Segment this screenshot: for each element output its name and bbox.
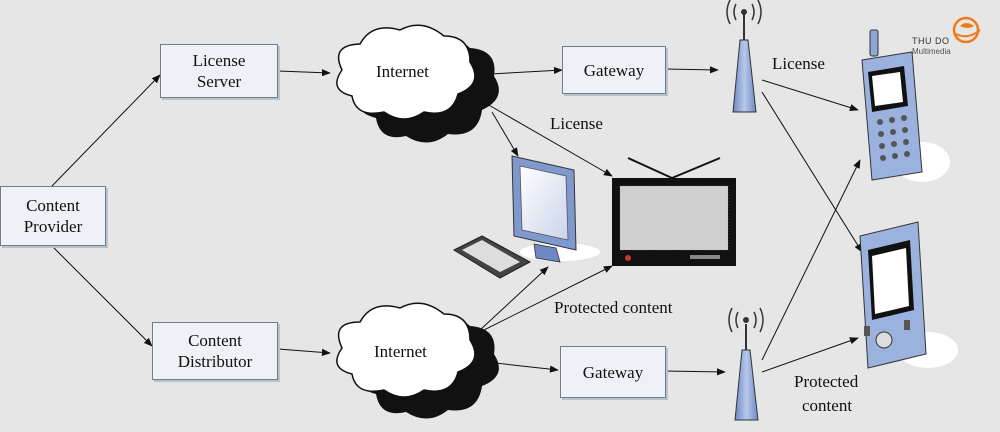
arrow-tower-bottom-to-pda (761, 337, 859, 373)
protected-content-right-line2: content (802, 396, 853, 415)
internet-bottom-label: Internet (374, 342, 427, 361)
content-provider-line2: Provider (23, 217, 83, 236)
arrow-internet-to-gateway-bottom (485, 361, 559, 373)
arrow-tower-top-to-phone (761, 79, 859, 112)
arrow-license-server-to-internet (277, 69, 331, 77)
arrow-internet-bottom-to-tv (479, 265, 613, 333)
content-provider-line1: Content (26, 196, 80, 215)
arrow-tower-top-to-pda (761, 91, 863, 253)
license-server-box: License Server (160, 44, 278, 98)
arrow-internet-bottom-to-computer (479, 266, 549, 331)
arrows (51, 66, 863, 376)
logo-line2: Multimedia (912, 47, 951, 56)
license-center-label: License (550, 114, 603, 133)
arrow-internet-to-gateway-top (489, 66, 563, 75)
antenna-tower-top-icon (726, 0, 762, 113)
mobile-phone-icon (861, 29, 950, 182)
license-server-line1: License (192, 51, 246, 70)
gateway-bottom-label: Gateway (582, 362, 644, 382)
arrow-internet-top-to-computer (491, 111, 519, 157)
arrow-gateway-bottom-to-tower (663, 368, 726, 376)
desktop-computer-icon (452, 155, 600, 279)
arrow-provider-to-distributor (51, 245, 153, 347)
content-provider-box: Content Provider (0, 186, 106, 246)
internet-top-label: Internet (376, 62, 429, 81)
protected-content-right-line1: Protected (794, 372, 859, 391)
television-icon (612, 157, 736, 266)
content-distributor-box: Content Distributor (152, 322, 278, 380)
pda-device-icon (859, 221, 958, 369)
arrow-provider-to-license-server (51, 74, 161, 187)
gateway-bottom-box: Gateway (560, 346, 666, 398)
gateway-top-box: Gateway (562, 46, 666, 94)
gateway-top-label: Gateway (583, 60, 645, 80)
antenna-tower-bottom-icon (728, 307, 764, 421)
internet-cloud-top (336, 24, 499, 143)
thu-do-logo: THU DO Multimedia (908, 14, 988, 58)
arrow-distributor-to-internet (277, 348, 331, 356)
license-server-line2: Server (196, 72, 242, 91)
logo-line1: THU DO (912, 36, 950, 46)
license-right-label: License (772, 54, 825, 73)
content-distributor-line1: Content (188, 331, 242, 350)
arrow-gateway-top-to-tower (664, 66, 719, 74)
thu-do-logo-icon (952, 16, 981, 44)
content-distributor-line2: Distributor (177, 352, 253, 371)
arrow-tower-bottom-to-phone (761, 159, 861, 361)
internet-cloud-bottom (336, 302, 499, 419)
protected-content-center-label: Protected content (554, 298, 673, 317)
arrow-internet-top-to-tv (479, 99, 613, 177)
